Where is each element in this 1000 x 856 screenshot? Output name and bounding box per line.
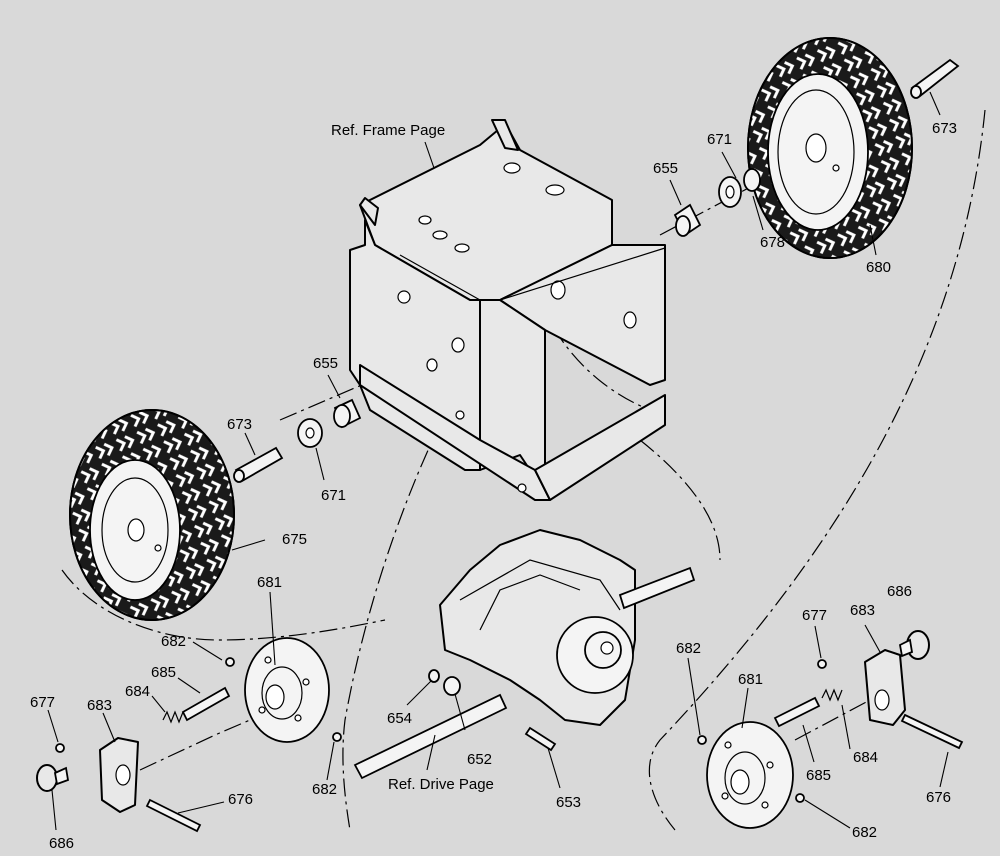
callout-671: 671 [707, 131, 732, 148]
callout-671: 671 [321, 487, 346, 504]
callout-683: 683 [87, 697, 112, 714]
callout-682: 682 [312, 781, 337, 798]
wheel-left-675 [69, 409, 235, 621]
callout-673: 673 [227, 416, 252, 433]
hardware-top [673, 168, 761, 237]
callout-684: 684 [853, 749, 878, 766]
hub-right-681 [697, 630, 964, 829]
callout-678: 678 [760, 234, 785, 251]
frame-assembly [349, 119, 666, 501]
callout-673: 673 [932, 120, 957, 137]
callout-681: 681 [738, 671, 763, 688]
ref-drive-page: Ref. Drive Page [388, 776, 494, 793]
callout-682: 682 [852, 824, 877, 841]
callout-labels: Ref. Frame Page Ref. Drive Page 673 671 … [30, 120, 957, 852]
ref-frame-page: Ref. Frame Page [331, 122, 445, 139]
callout-681: 681 [257, 574, 282, 591]
callout-675: 675 [282, 531, 307, 548]
callout-682: 682 [161, 633, 186, 650]
callout-680: 680 [866, 259, 891, 276]
wheel-right-680 [747, 37, 913, 259]
hardware-left [233, 398, 362, 483]
callout-655: 655 [313, 355, 338, 372]
transmission-assembly [353, 529, 696, 780]
callout-683: 683 [850, 602, 875, 619]
callout-686: 686 [49, 835, 74, 852]
callout-682: 682 [676, 640, 701, 657]
callout-655: 655 [653, 160, 678, 177]
callout-677: 677 [802, 607, 827, 624]
callout-686: 686 [887, 583, 912, 600]
callout-654: 654 [387, 710, 412, 727]
callout-652: 652 [467, 751, 492, 768]
callout-676: 676 [228, 791, 253, 808]
callout-653: 653 [556, 794, 581, 811]
hub-left-681 [36, 637, 342, 833]
callout-684: 684 [125, 683, 150, 700]
leader-lines [47, 91, 949, 831]
callout-677: 677 [30, 694, 55, 711]
callout-676: 676 [926, 789, 951, 806]
callout-685: 685 [806, 767, 831, 784]
spacer-673-top [910, 58, 960, 99]
callout-685: 685 [151, 664, 176, 681]
